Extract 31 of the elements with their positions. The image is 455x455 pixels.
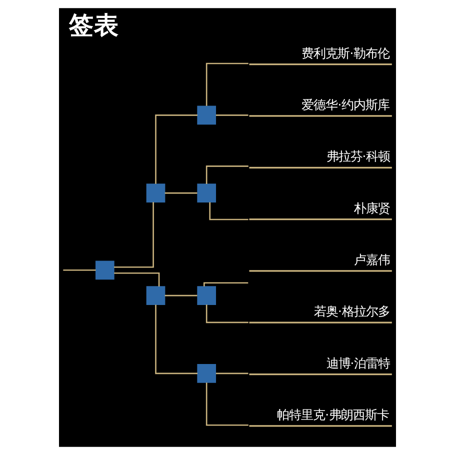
diagram-title: 签表 bbox=[68, 10, 119, 40]
connector bbox=[209, 202, 248, 220]
connector bbox=[206, 62, 248, 106]
connector bbox=[164, 294, 198, 296]
node-text: 弗拉芬·科顿 bbox=[326, 150, 390, 164]
connector bbox=[155, 114, 198, 184]
node-text: 费利克斯·勒布伦 bbox=[302, 46, 390, 60]
connector bbox=[114, 202, 154, 268]
node-box bbox=[146, 184, 166, 202]
node-box bbox=[197, 106, 216, 125]
node-box bbox=[197, 286, 216, 305]
node-text: 帕特里克·弗朗西斯卡 bbox=[277, 408, 390, 422]
node-box bbox=[197, 184, 216, 202]
connector bbox=[216, 114, 248, 116]
connector bbox=[206, 304, 248, 324]
connector bbox=[114, 272, 160, 286]
connector bbox=[206, 166, 248, 184]
node-box bbox=[197, 364, 216, 383]
connector bbox=[155, 304, 198, 374]
node-text: 卢嘉伟 bbox=[354, 252, 390, 267]
connector bbox=[203, 282, 248, 286]
connector bbox=[63, 269, 96, 271]
node-text: 若奥·格拉尔多 bbox=[314, 304, 390, 319]
connector bbox=[164, 192, 198, 194]
node-text: 爱德华·约内斯库 bbox=[302, 98, 390, 112]
node-text: 迪博·泊雷特 bbox=[326, 356, 390, 370]
node-box bbox=[96, 260, 114, 280]
node-text: 朴康贤 bbox=[354, 201, 390, 216]
node-box bbox=[146, 286, 166, 305]
connector bbox=[216, 372, 248, 374]
connector bbox=[206, 382, 248, 426]
